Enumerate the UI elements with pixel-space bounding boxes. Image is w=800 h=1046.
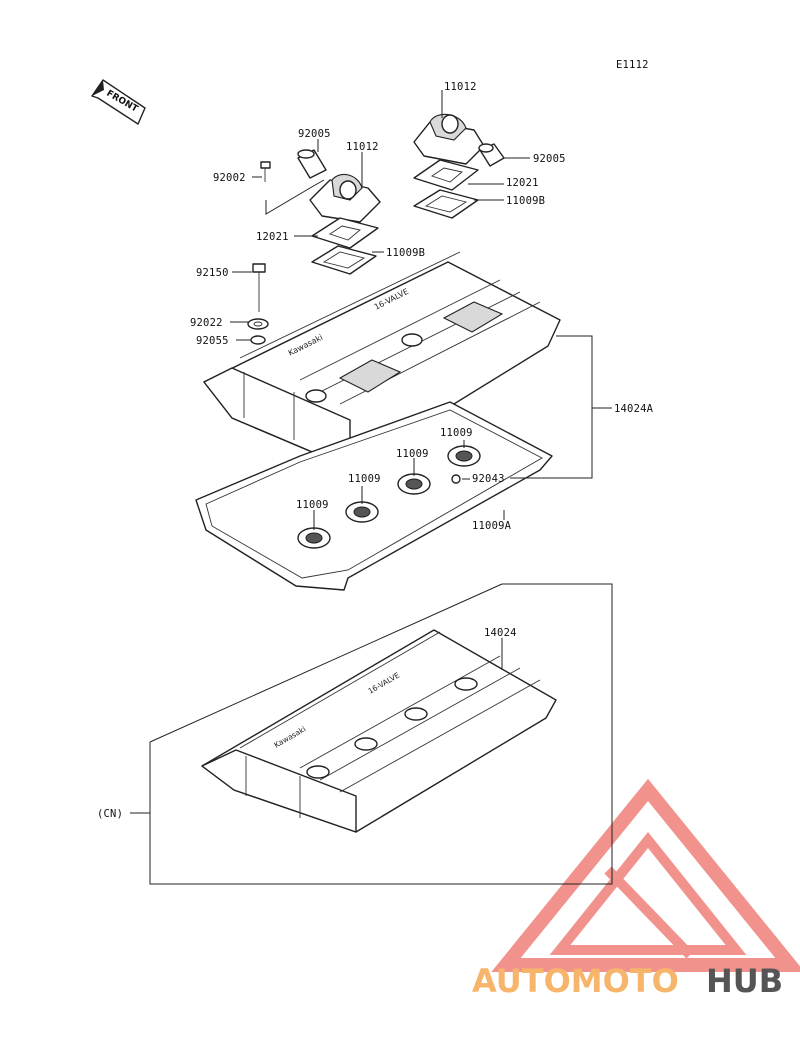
watermark-automoto: AUTOMOTO	[472, 962, 679, 1000]
label-11009b-b: 11009B	[506, 195, 545, 207]
breather-assembly-right	[413, 113, 505, 219]
cn-variant-frame	[130, 583, 613, 885]
label-11009-4: 11009	[296, 499, 329, 511]
label-92005-a: 92005	[298, 128, 331, 140]
label-14024: 14024	[484, 627, 517, 639]
watermark-hub: HUB	[706, 962, 783, 1000]
part-labels: 92005 11012 92002 12021 11009B 11012 920…	[97, 81, 654, 820]
leader-lines	[230, 90, 612, 670]
watermark-text: AUTOMOTO HUB	[472, 962, 783, 1000]
label-11009b-a: 11009B	[386, 247, 425, 259]
label-12021-a: 12021	[256, 231, 289, 243]
cylinder-head-cover-lower: Kawasaki 16-VALVE	[201, 629, 557, 833]
label-14024a: 14024A	[614, 403, 654, 415]
label-92150: 92150	[196, 267, 229, 279]
label-cn: (CN)	[97, 808, 123, 820]
breather-assembly-left	[260, 149, 381, 275]
label-11009-3: 11009	[348, 473, 381, 485]
watermark-logo	[491, 778, 800, 972]
label-11009-2: 11009	[396, 448, 429, 460]
label-12021-b: 12021	[506, 177, 539, 189]
front-arrow-icon: FRONT	[91, 79, 146, 125]
label-11009a: 11009A	[472, 520, 512, 532]
label-11012-b: 11012	[444, 81, 477, 93]
label-92005-b: 92005	[533, 153, 566, 165]
label-92043: 92043	[472, 473, 505, 485]
bolt-stack-left	[247, 263, 269, 345]
label-92055: 92055	[196, 335, 229, 347]
plug-hole-seals	[297, 445, 481, 549]
label-11012-a: 11012	[346, 141, 379, 153]
head-cover-gasket	[195, 401, 553, 591]
label-92002: 92002	[213, 172, 246, 184]
label-92022: 92022	[190, 317, 223, 329]
label-11009-1: 11009	[440, 427, 473, 439]
diagram-id: E1112	[616, 59, 649, 71]
cylinder-head-cover-upper: Kawasaki 16-VALVE	[203, 251, 561, 469]
